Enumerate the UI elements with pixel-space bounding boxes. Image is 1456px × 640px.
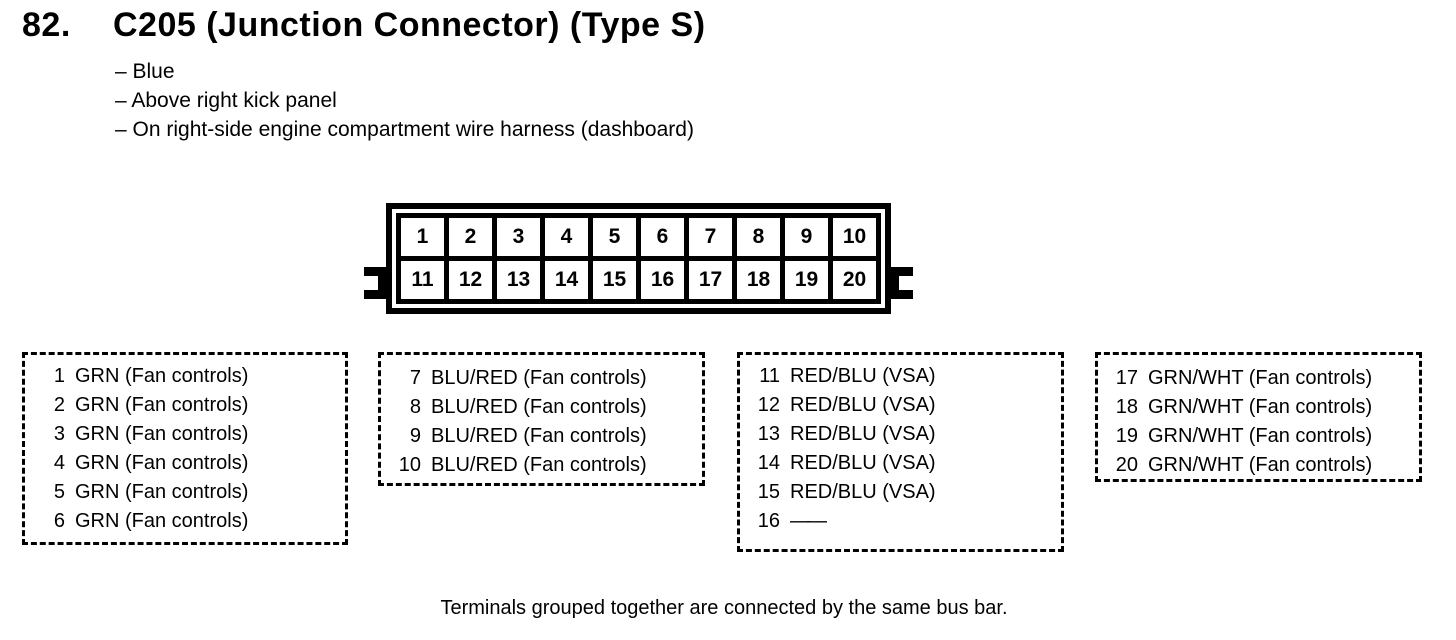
page-title: C205 (Junction Connector) (Type S) [113,6,706,44]
pin-cell-20: 20 [833,261,876,299]
pin-cell-9: 9 [785,218,828,256]
terminal-row: 10 BLU/RED (Fan controls) [393,451,696,480]
terminal-row: 20 GRN/WHT (Fan controls) [1110,451,1413,479]
pin-cell-8: 8 [737,218,780,256]
terminal-row: 8 BLU/RED (Fan controls) [393,393,696,422]
terminal-wire-label: RED/BLU (VSA) [790,481,936,503]
terminal-pin-number: 6 [53,510,65,532]
pin-grid: 1 2 3 4 5 6 7 8 9 10 11 12 13 14 15 16 1… [396,213,881,304]
terminal-wire-label: GRN/WHT (Fan controls) [1148,425,1373,447]
terminal-pin-number: 1 [53,365,65,387]
terminal-row: 2 GRN (Fan controls) [37,391,339,420]
terminal-pin-number: 18 [1115,396,1138,418]
terminal-wire-label: GRN/WHT (Fan controls) [1148,454,1373,476]
pin-cell-11: 11 [401,261,444,299]
terminal-row: 19 GRN/WHT (Fan controls) [1110,422,1413,451]
pin-cell-17: 17 [689,261,732,299]
terminal-row: 1 GRN (Fan controls) [37,362,339,391]
terminal-pin-number: 7 [409,367,421,389]
terminal-pin-number: 17 [1115,367,1138,389]
terminal-row: 12 RED/BLU (VSA) [752,391,1055,420]
left-latch-slot [364,276,378,290]
terminal-wire-label: RED/BLU (VSA) [790,423,936,445]
terminal-row: 18 GRN/WHT (Fan controls) [1110,393,1413,422]
terminal-wire-label: BLU/RED (Fan controls) [431,454,647,476]
pin-cell-18: 18 [737,261,780,299]
terminal-wire-label: GRN (Fan controls) [75,394,249,416]
terminal-pin-number: 13 [757,423,780,445]
terminal-pin-number: 15 [757,481,780,503]
detail-harness: – On right-side engine compartment wire … [115,118,694,141]
terminal-wire-label: BLU/RED (Fan controls) [431,396,647,418]
pin-cell-13: 13 [497,261,540,299]
terminal-pin-number: 8 [409,396,421,418]
terminal-row: 14 RED/BLU (VSA) [752,449,1055,478]
pin-cell-2: 2 [449,218,492,256]
terminal-row: 5 GRN (Fan controls) [37,478,339,507]
footnote: Terminals grouped together are connected… [440,597,1008,619]
pin-cell-6: 6 [641,218,684,256]
terminal-wire-label: BLU/RED (Fan controls) [431,367,647,389]
item-number: 82. [22,6,71,44]
terminal-row: 7 BLU/RED (Fan controls) [393,364,696,393]
right-latch-slot [899,276,913,290]
terminal-row: 9 BLU/RED (Fan controls) [393,422,696,451]
terminal-row: 3 GRN (Fan controls) [37,420,339,449]
terminal-wire-label: BLU/RED (Fan controls) [431,425,647,447]
terminal-pin-number: 2 [53,394,65,416]
detail-color: – Blue [115,60,175,83]
terminal-pin-number: 12 [757,394,780,416]
terminal-row: 6 GRN (Fan controls) [37,507,339,536]
pin-cell-7: 7 [689,218,732,256]
pin-cell-5: 5 [593,218,636,256]
terminal-wire-label: GRN (Fan controls) [75,365,249,387]
terminal-pin-number: 19 [1115,425,1138,447]
terminal-wire-label: GRN/WHT (Fan controls) [1148,396,1373,418]
pin-cell-3: 3 [497,218,540,256]
pin-cell-10: 10 [833,218,876,256]
terminal-pin-number: 4 [53,452,65,474]
terminal-wire-label: RED/BLU (VSA) [790,452,936,474]
pin-cell-12: 12 [449,261,492,299]
pin-cell-14: 14 [545,261,588,299]
connector-housing: 1 2 3 4 5 6 7 8 9 10 11 12 13 14 15 16 1… [386,203,891,314]
terminal-pin-number: 14 [757,452,780,474]
detail-location: – Above right kick panel [115,89,337,112]
terminal-wire-label: RED/BLU (VSA) [790,394,936,416]
terminal-pin-number: 11 [759,365,780,387]
terminal-wire-label: GRN (Fan controls) [75,481,249,503]
pin-cell-4: 4 [545,218,588,256]
terminal-pin-number: 20 [1115,454,1138,476]
terminal-row: 11 RED/BLU (VSA) [752,362,1055,391]
terminal-wire-label: GRN (Fan controls) [75,452,249,474]
pin-cell-16: 16 [641,261,684,299]
terminal-pin-number: 9 [409,425,421,447]
terminal-row: 13 RED/BLU (VSA) [752,420,1055,449]
pin-cell-1: 1 [401,218,444,256]
terminal-wire-label: GRN (Fan controls) [75,423,249,445]
connector-diagram: 1 2 3 4 5 6 7 8 9 10 11 12 13 14 15 16 1… [364,203,913,314]
pin-cell-19: 19 [785,261,828,299]
terminal-row: 16 —— [752,507,1055,536]
terminal-row: 17 GRN/WHT (Fan controls) [1110,364,1413,393]
terminal-pin-number: 16 [757,510,780,532]
terminal-no-wire-dash: —— [790,510,827,532]
terminal-wire-label: RED/BLU (VSA) [790,365,936,387]
pin-cell-15: 15 [593,261,636,299]
terminal-pin-number: 3 [53,423,65,445]
terminal-row: 15 RED/BLU (VSA) [752,478,1055,507]
terminal-row: 4 GRN (Fan controls) [37,449,339,478]
terminal-pin-number: 5 [53,481,65,503]
connector-location-details: – Blue – Above right kick panel – On rig… [115,57,694,144]
terminal-wire-label: GRN (Fan controls) [75,510,249,532]
terminal-pin-number: 10 [398,454,421,476]
terminal-wire-label: GRN/WHT (Fan controls) [1148,367,1373,389]
